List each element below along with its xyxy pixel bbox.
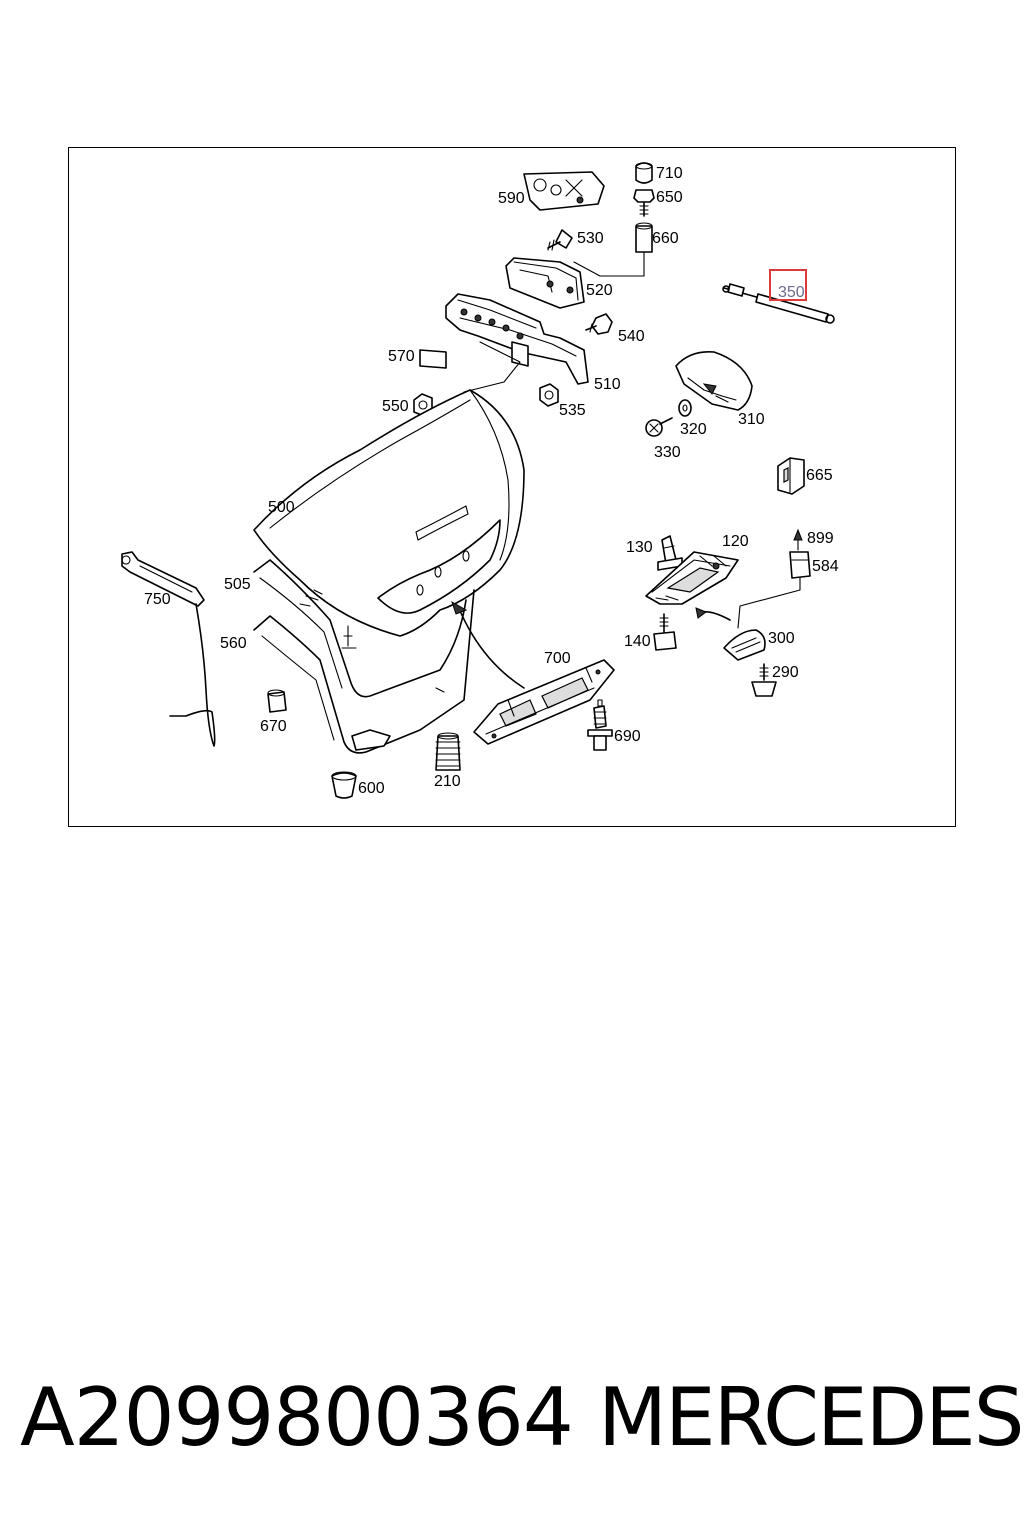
brand-name: MERCEDES [598,1371,1024,1464]
label-670: 670 [260,718,287,735]
label-710: 710 [656,165,683,182]
label-750: 750 [144,591,171,608]
part-650-bolt [633,189,655,217]
label-530: 530 [577,230,604,247]
part-number: A2099800364 [20,1371,574,1464]
part-130-clip [657,535,683,571]
label-130: 130 [626,539,653,556]
part-535-nut [539,383,559,407]
label-350: 350 [778,284,805,301]
part-600-cap [331,771,357,799]
label-540: 540 [618,328,645,345]
label-590: 590 [498,190,525,207]
label-140: 140 [624,633,651,650]
part-210-buffer [435,732,461,771]
part-120-light-bracket [645,551,739,605]
label-210: 210 [434,773,461,790]
part-505-560-liner [253,559,475,754]
assembly-arrow-700 [451,600,525,689]
highlight-box-350 [769,269,807,301]
part-530-screw [547,229,573,251]
label-310: 310 [738,411,765,428]
label-330: 330 [654,444,681,461]
label-899: 899 [807,530,834,547]
label-570: 570 [388,348,415,365]
part-899-584-connector [737,528,811,629]
label-600: 600 [358,780,385,797]
label-320: 320 [680,421,707,438]
part-510-hinge-arm [445,293,589,393]
part-670-bumper [267,689,287,713]
label-535: 535 [559,402,586,419]
diagram-frame [68,147,956,827]
part-540-bolt [585,313,613,335]
label-505: 505 [224,576,251,593]
part-320-washer [678,399,692,417]
label-300: 300 [768,630,795,647]
label-584: 584 [812,558,839,575]
label-660: 660 [652,230,679,247]
part-570-pad [419,349,447,369]
part-590-bracket [523,171,605,211]
part-310-handle-housing [675,350,753,411]
label-690: 690 [614,728,641,745]
part-690-push-pin [587,699,613,751]
label-510: 510 [594,376,621,393]
part-140-screw [653,613,677,651]
part-290-screw [751,663,777,697]
part-520-hinge-block [505,257,585,309]
part-330-screw [645,417,673,437]
part-700-handle-strip [473,659,615,745]
label-650: 650 [656,189,683,206]
footer: A2099800364 MERCEDES [0,1368,1024,1478]
part-500-trunk-lid [253,389,525,637]
label-665: 665 [806,467,833,484]
label-550: 550 [382,398,409,415]
part-710-cap [635,162,653,184]
label-290: 290 [772,664,799,681]
part-660-sleeve [573,222,653,277]
label-700: 700 [544,650,571,667]
label-520: 520 [586,282,613,299]
label-500: 500 [268,499,295,516]
part-665-clip [777,457,805,495]
label-120: 120 [722,533,749,550]
part-300-lamp [695,607,766,661]
label-560: 560 [220,635,247,652]
part-750-cable [121,551,216,747]
